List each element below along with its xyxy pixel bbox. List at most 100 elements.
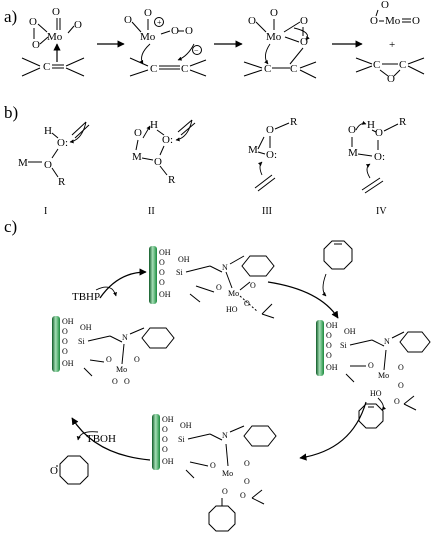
a2-olefin-c2: C <box>181 63 188 75</box>
svg-text:OH: OH <box>162 457 174 466</box>
cycle-arrow-right-bottom <box>299 401 367 461</box>
svg-text:O: O <box>216 283 222 292</box>
complex-right: OH O O O OH Si OH N Mo O O O HO O <box>316 320 431 429</box>
a2-mo: Mo <box>140 31 156 43</box>
svg-text:O: O <box>62 347 68 356</box>
a2-olefin-c: C <box>150 63 157 75</box>
svg-text:O: O <box>106 355 112 364</box>
svg-text:O: O <box>159 258 165 267</box>
bI-r: R <box>58 176 66 188</box>
bI-o-top: O: <box>57 137 68 149</box>
cycle-arrow-left-top <box>99 268 147 299</box>
svg-text:O: O <box>326 331 332 340</box>
a2-o-top: O <box>144 7 152 19</box>
svg-text:Si: Si <box>176 268 183 277</box>
svg-text:Si: Si <box>78 337 85 346</box>
svg-text:N: N <box>222 263 228 272</box>
tbhp-arrow <box>95 286 117 297</box>
a4-o-right: O <box>412 15 420 27</box>
b-label-II: II <box>148 206 155 217</box>
bIV-r: R <box>399 116 407 128</box>
svg-text:HO: HO <box>370 389 382 398</box>
a1-olefin-c: C <box>43 61 50 73</box>
b-struct-IV: H O R O M O: IV <box>348 116 407 217</box>
svg-text:Si: Si <box>340 341 347 350</box>
a3-o-top: O <box>270 7 278 19</box>
bI-h: H <box>44 125 52 137</box>
silica-support-right <box>316 320 324 376</box>
panel-label-c: c) <box>4 217 17 236</box>
bII-o-bot: O <box>154 156 162 168</box>
svg-text:O: O <box>162 445 168 454</box>
bI-m: M <box>18 157 28 169</box>
svg-text:N: N <box>222 431 228 440</box>
b-label-III: III <box>262 206 272 217</box>
svg-text:OH: OH <box>62 359 74 368</box>
bII-r: R <box>168 174 176 186</box>
b-struct-II: H O: M O O R II <box>132 119 196 217</box>
silica-support-left <box>52 316 60 372</box>
bI-o-bot: O <box>44 159 52 171</box>
svg-text:O: O <box>210 461 216 470</box>
silica-support-top <box>149 246 157 304</box>
bII-h: H <box>150 119 158 131</box>
svg-text:O: O <box>240 491 246 500</box>
bIII-r: R <box>290 116 298 128</box>
svg-text:OH: OH <box>159 248 171 257</box>
bIV-o-top: O <box>375 127 383 139</box>
a1-o-right: O <box>74 19 82 31</box>
b-struct-III: O R M O: III <box>248 116 298 217</box>
a3-c-left: C <box>264 63 271 75</box>
a3-c-right: C <box>290 63 297 75</box>
bIII-o-bot: O: <box>266 149 277 161</box>
a4-epoxide-c-right: C <box>399 59 406 71</box>
a2-o-right: O <box>171 25 179 37</box>
complex-top: OH O O O OH Si OH N Mo O O HO O <box>149 246 275 319</box>
svg-text:OH: OH <box>62 317 74 326</box>
bIV-m: M <box>348 147 358 159</box>
bIV-h: H <box>367 119 375 131</box>
a1-o-bl: O <box>32 39 40 51</box>
svg-text:O: O <box>134 355 140 364</box>
a-struct-1-mo-peroxo-olefin: Mo O O O O C <box>21 6 85 77</box>
a2-plus: + <box>157 18 162 27</box>
svg-text:O: O <box>368 361 374 370</box>
svg-text:Mo: Mo <box>222 469 233 478</box>
a3-mo: Mo <box>266 31 282 43</box>
panel-label-b: b) <box>4 103 18 122</box>
bII-o-top: O: <box>162 134 173 146</box>
svg-text:OH: OH <box>159 290 171 299</box>
a1-o-left: O <box>29 16 37 28</box>
a4-epoxide-o: O <box>387 73 395 85</box>
a3-o-ring: O <box>300 36 308 48</box>
silica-support-bottom <box>152 414 160 470</box>
svg-text:O: O <box>244 299 250 308</box>
a1-mo: Mo <box>47 31 63 43</box>
svg-text:O: O <box>112 377 118 386</box>
a4-epoxide-c-left: C <box>373 59 380 71</box>
svg-text:O: O <box>162 425 168 434</box>
bIV-o-bot: O: <box>374 151 385 163</box>
svg-text:O: O <box>62 337 68 346</box>
svg-text:Mo: Mo <box>378 371 389 380</box>
reagent-tbhp: TBHP <box>72 291 100 303</box>
cycle-arrow-bottom-left <box>71 417 151 461</box>
svg-text:OH: OH <box>178 255 190 264</box>
reagent-tboh: TBOH <box>86 433 116 445</box>
cycle-arrow-top-right <box>267 281 339 319</box>
svg-text:O: O <box>162 435 168 444</box>
a4-o-left: O <box>370 15 378 27</box>
a1-o-top: O <box>52 6 60 18</box>
svg-text:OH: OH <box>344 327 356 336</box>
tboh-arrow <box>76 431 99 441</box>
panel-b-scheme: H O: M O R I H O: M O O R <box>18 116 407 217</box>
svg-text:O: O <box>398 363 404 372</box>
epoxycyclooctane-product: O <box>50 455 89 485</box>
bII-o-left: O <box>134 127 142 139</box>
a2-o-left: O <box>124 14 132 26</box>
svg-text:HO: HO <box>226 305 238 314</box>
complex-bottom: OH O O O OH Si OH N Mo O O O O O <box>152 414 277 532</box>
epoxide-o: O <box>50 465 58 477</box>
svg-text:N: N <box>122 333 128 342</box>
